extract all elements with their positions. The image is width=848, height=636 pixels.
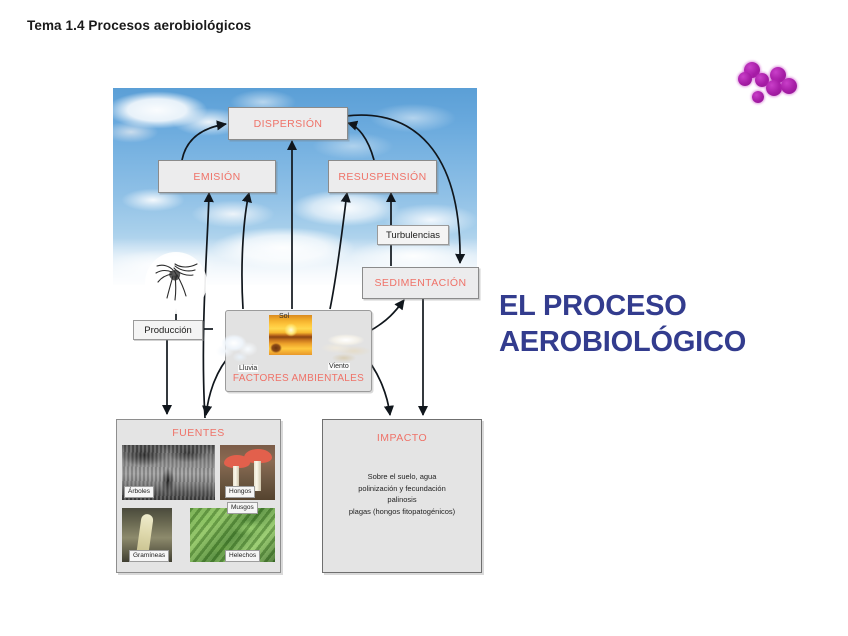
process-box-resuspension[interactable]: RESUSPENSIÓN bbox=[328, 160, 437, 193]
panel-factores-ambientales[interactable]: Lluvia Sol Viento FACTORES AMBIENTALES bbox=[216, 310, 372, 392]
thumbnail-label-gramineas: Gramíneas bbox=[129, 550, 170, 562]
label-box-turbulencias[interactable]: Turbulencias bbox=[377, 225, 449, 245]
thumbnail-label-arboles: Árboles bbox=[124, 486, 155, 498]
grass-sketch-icon bbox=[155, 263, 198, 301]
thumbnail-label-lluvia: Lluvia bbox=[238, 365, 259, 372]
thumbnail-label-sol: Sol bbox=[279, 313, 290, 320]
thumbnail-lluvia bbox=[216, 327, 264, 369]
thumbnail-label-musgos: Musgos bbox=[227, 502, 258, 514]
label-box-text: Turbulencias bbox=[385, 229, 441, 241]
panel-impacto[interactable]: IMPACTO Sobre el suelo, agua polinizació… bbox=[322, 419, 482, 573]
grass-sketch-vignette bbox=[145, 252, 207, 314]
process-box-label: DISPERSIÓN bbox=[253, 117, 323, 130]
process-box-emision[interactable]: EMISIÓN bbox=[158, 160, 276, 193]
panel-body-impacto: Sobre el suelo, agua polinización y fecu… bbox=[348, 472, 456, 516]
thumbnail-label-hongos: Hongos bbox=[225, 486, 256, 498]
thumbnail-label-viento: Viento bbox=[328, 363, 350, 370]
process-box-dispersion[interactable]: DISPERSIÓN bbox=[228, 107, 348, 140]
pollen-grain-3 bbox=[770, 67, 786, 83]
pollen-grain-cluster-icon bbox=[738, 58, 800, 108]
thumbnail-sol bbox=[269, 315, 312, 355]
pollen-grain-1 bbox=[738, 72, 752, 86]
label-box-text: Producción bbox=[144, 324, 192, 336]
process-box-label: SEDIMENTACIÓN bbox=[374, 277, 467, 289]
thumbnail-label-helechos: Helechos bbox=[225, 550, 261, 562]
figure-heading: EL PROCESO AEROBIOLÓGICO bbox=[499, 290, 747, 358]
page-title: Tema 1.4 Procesos aerobiológicos bbox=[27, 18, 252, 33]
process-box-label: RESUSPENSIÓN bbox=[338, 170, 427, 183]
process-box-sedimentacion[interactable]: SEDIMENTACIÓN bbox=[362, 267, 479, 299]
panel-title-impacto: IMPACTO bbox=[376, 432, 428, 444]
panel-fuentes[interactable]: FUENTES Árboles Hongos Gramíneas Helecho… bbox=[116, 419, 281, 573]
pollen-grain-6 bbox=[752, 91, 764, 103]
panel-title-fuentes: FUENTES bbox=[172, 427, 225, 439]
panel-title-factores: FACTORES AMBIENTALES bbox=[232, 373, 365, 384]
label-box-produccion[interactable]: Producción bbox=[133, 320, 203, 340]
pollen-grain-5 bbox=[781, 78, 797, 94]
pollen-grain-2 bbox=[755, 73, 769, 87]
pollen-grain-4 bbox=[766, 80, 782, 96]
process-box-label: EMISIÓN bbox=[193, 170, 241, 183]
thumbnail-viento bbox=[320, 328, 372, 368]
